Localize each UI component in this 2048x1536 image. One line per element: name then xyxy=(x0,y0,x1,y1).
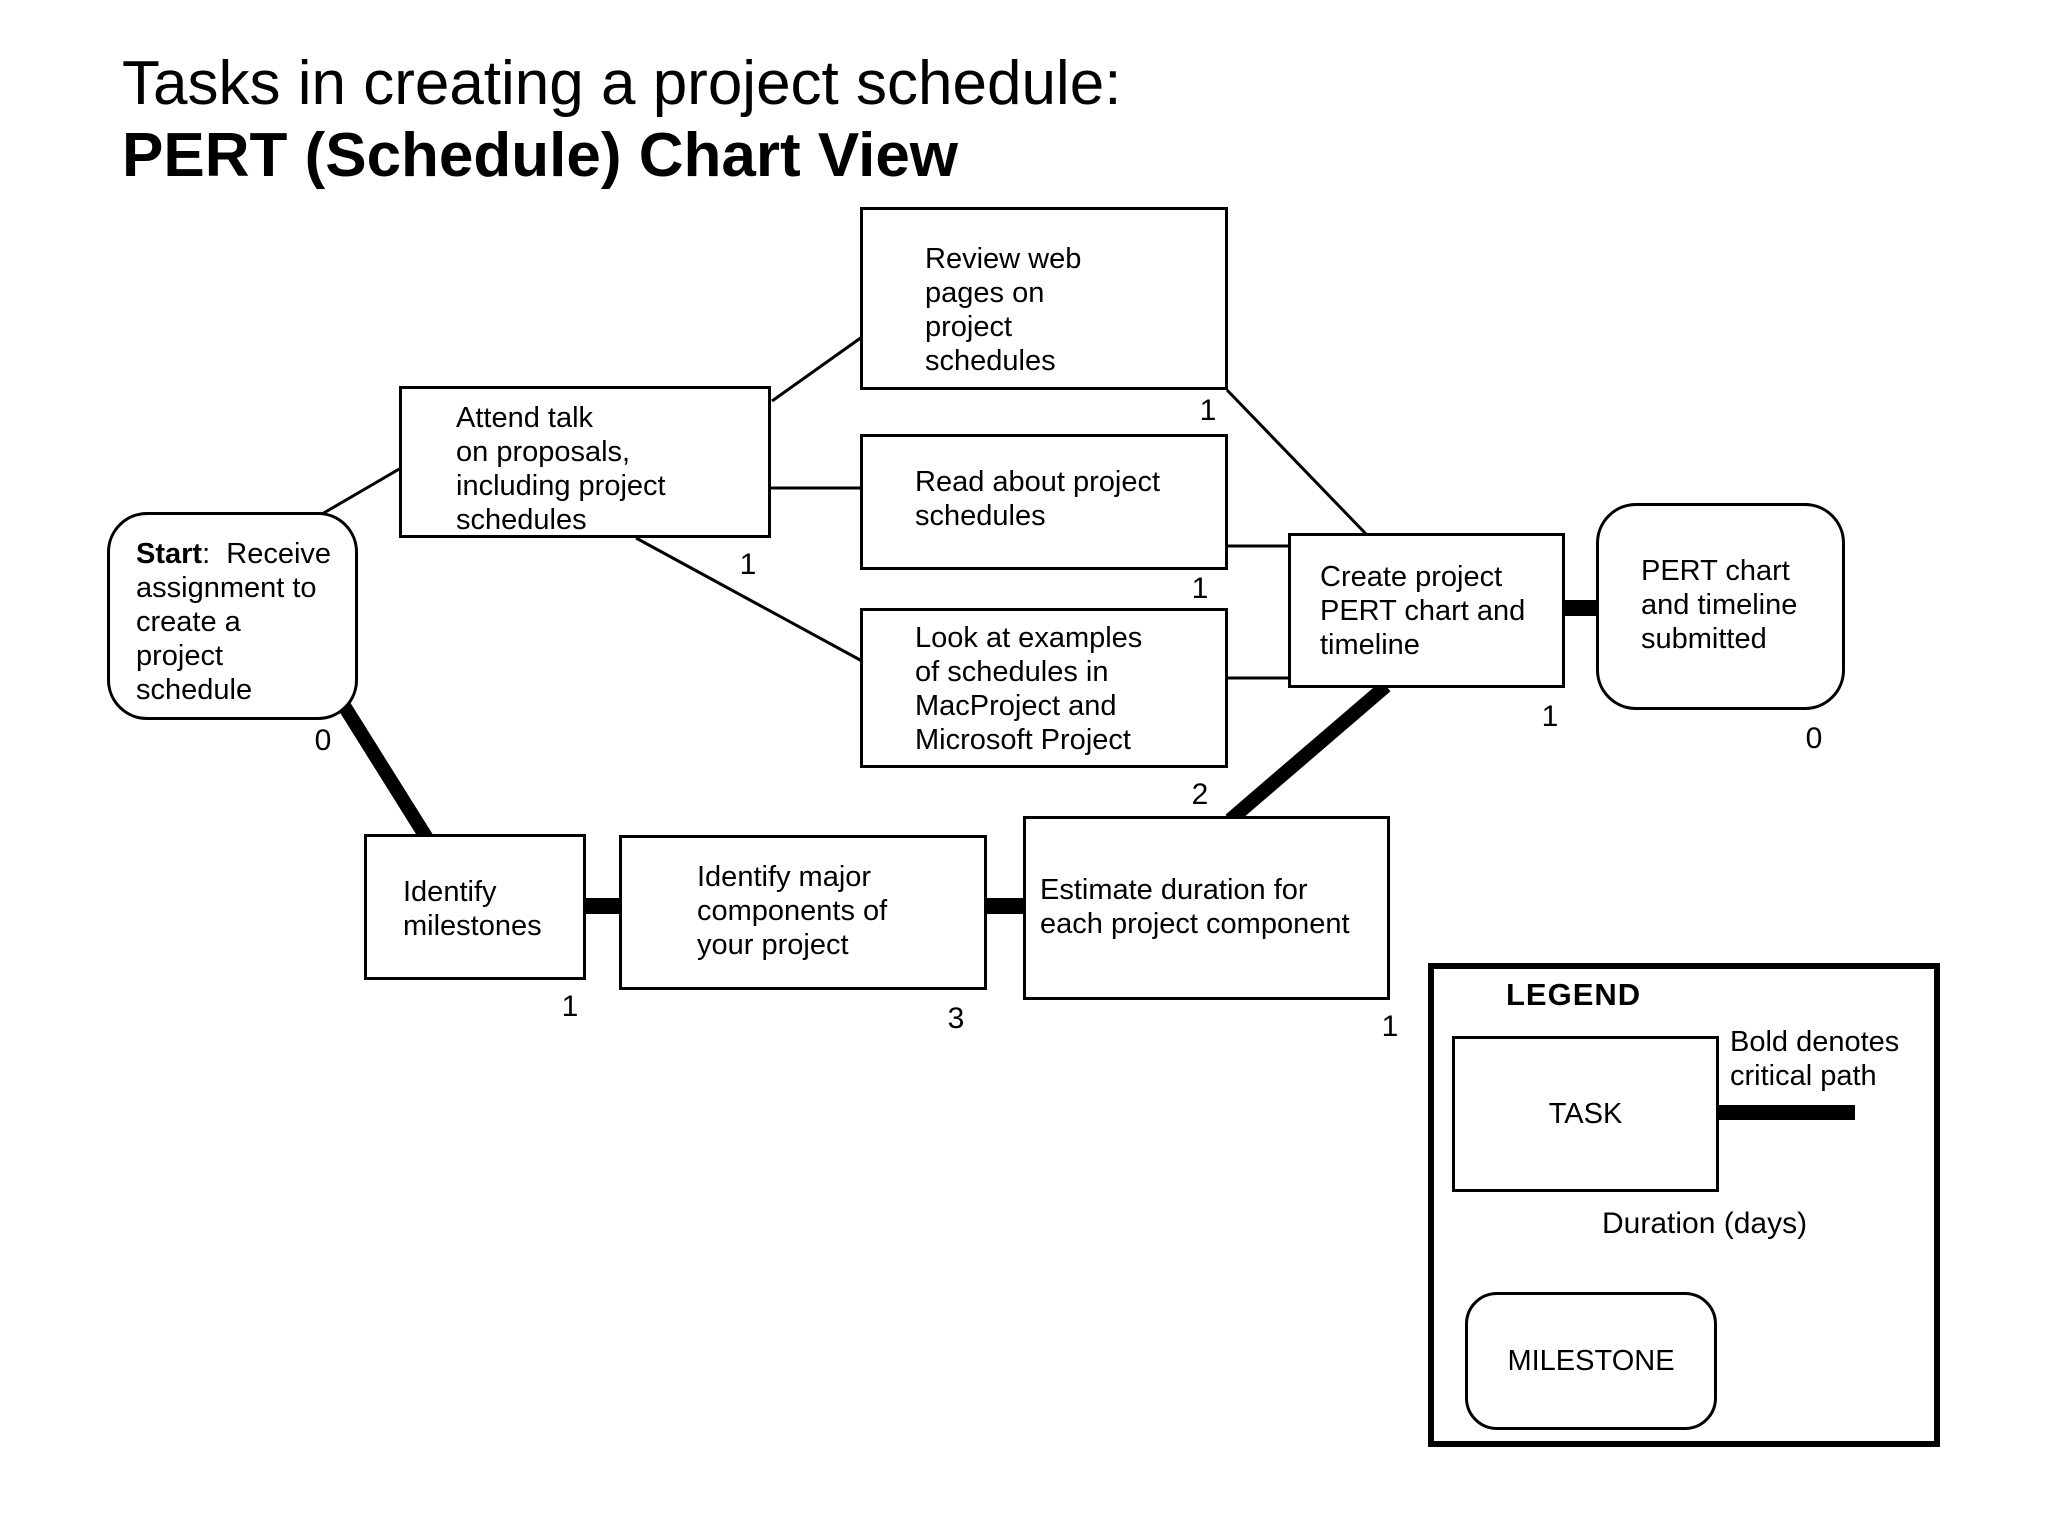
duration-estimate-duration: 1 xyxy=(1381,1010,1399,1043)
task-line: Identify major xyxy=(697,861,872,893)
duration-start: 0 xyxy=(314,724,332,757)
task-read-about-schedules: Read about project schedules xyxy=(860,434,1228,570)
task-look-at-examples: Look at examples of schedules in MacProj… xyxy=(860,608,1228,768)
task-line: your project xyxy=(697,929,849,961)
chart-title-line2: PERT (Schedule) Chart View xyxy=(122,121,959,190)
milestone-line: and timeline xyxy=(1641,589,1798,621)
task-line: MacProject and xyxy=(915,690,1117,722)
start-line: schedule xyxy=(136,674,253,706)
milestone-line: submitted xyxy=(1641,623,1767,655)
task-line: Review web xyxy=(925,243,1082,275)
duration-pert-submitted: 0 xyxy=(1805,722,1823,755)
legend-task-sample: TASK xyxy=(1452,1036,1719,1192)
task-line: milestones xyxy=(403,910,542,942)
task-line: Microsoft Project xyxy=(915,724,1131,756)
start-bold-label: Start xyxy=(136,538,203,570)
start-rest-label: : Receive xyxy=(202,538,332,570)
task-attend-talk: Attend talk on proposals, including proj… xyxy=(399,386,771,538)
task-line: including project xyxy=(456,470,666,502)
task-line: schedules xyxy=(456,504,587,536)
legend-milestone-label: MILESTONE xyxy=(1507,1344,1675,1377)
start-line: create a xyxy=(136,606,241,638)
milestone-pert-submitted: PERT chart and timeline submitted xyxy=(1596,503,1845,710)
legend-duration-label: Duration (days) xyxy=(1602,1207,1808,1240)
legend-critical-path-sample xyxy=(1719,1105,1855,1120)
duration-look-at-examples: 2 xyxy=(1191,778,1209,811)
edge-attend-look xyxy=(635,536,863,663)
duration-review-web-pages: 1 xyxy=(1199,394,1217,427)
task-estimate-duration: Estimate duration for each project compo… xyxy=(1023,816,1390,1000)
task-create-pert-chart: Create project PERT chart and timeline xyxy=(1288,533,1565,688)
legend-milestone-sample: MILESTONE xyxy=(1465,1292,1717,1430)
legend-critical-path-note: Bold denotes critical path xyxy=(1730,1025,1899,1093)
task-line: components of xyxy=(697,895,888,927)
task-line: PERT chart and xyxy=(1320,595,1526,627)
milestone-line: PERT chart xyxy=(1641,555,1790,587)
task-line: Create project xyxy=(1320,561,1503,593)
task-line: Look at examples xyxy=(915,622,1143,654)
chart-title-line1: Tasks in creating a project schedule: xyxy=(122,49,1122,118)
task-line: Identify xyxy=(403,876,497,908)
task-line: Estimate duration for xyxy=(1040,874,1308,906)
edge-critical-estimate-create xyxy=(1225,680,1391,826)
task-review-web-pages: Review web pages on project schedules xyxy=(860,207,1228,390)
task-identify-milestones: Identify milestones xyxy=(364,834,586,980)
edge-critical-start-milestones xyxy=(335,697,434,844)
legend-title: LEGEND xyxy=(1506,977,1642,1012)
task-line: schedules xyxy=(925,345,1056,377)
task-line: timeline xyxy=(1320,629,1420,661)
legend-task-label: TASK xyxy=(1548,1097,1623,1130)
duration-read-about-schedules: 1 xyxy=(1191,572,1209,605)
duration-identify-components: 3 xyxy=(947,1002,965,1035)
legend-note-line: critical path xyxy=(1730,1060,1877,1092)
duration-attend-talk: 1 xyxy=(739,548,757,581)
chart-title: Tasks in creating a project schedule: PE… xyxy=(122,48,1121,192)
task-line: Read about project xyxy=(915,466,1161,498)
task-line: on proposals, xyxy=(456,436,631,468)
duration-identify-milestones: 1 xyxy=(561,990,579,1023)
task-line: schedules xyxy=(915,500,1046,532)
task-line: each project component xyxy=(1040,908,1350,940)
edge-attend-review xyxy=(771,335,863,403)
legend: LEGEND TASK Bold denotes critical path D… xyxy=(1428,963,1940,1447)
task-line: pages on xyxy=(925,277,1045,309)
task-identify-components: Identify major components of your projec… xyxy=(619,835,987,990)
start-line: project xyxy=(136,640,224,672)
edge-start-attend xyxy=(321,466,402,516)
task-line: project xyxy=(925,311,1013,343)
milestone-start: Start: Receive assignment to create a pr… xyxy=(107,512,358,720)
task-line: of schedules in xyxy=(915,656,1109,688)
legend-note-line: Bold denotes xyxy=(1730,1026,1900,1058)
task-line: Attend talk xyxy=(456,402,594,434)
start-line: assignment to xyxy=(136,572,317,604)
duration-create-pert-chart: 1 xyxy=(1541,700,1559,733)
edge-review-create xyxy=(1225,388,1369,537)
